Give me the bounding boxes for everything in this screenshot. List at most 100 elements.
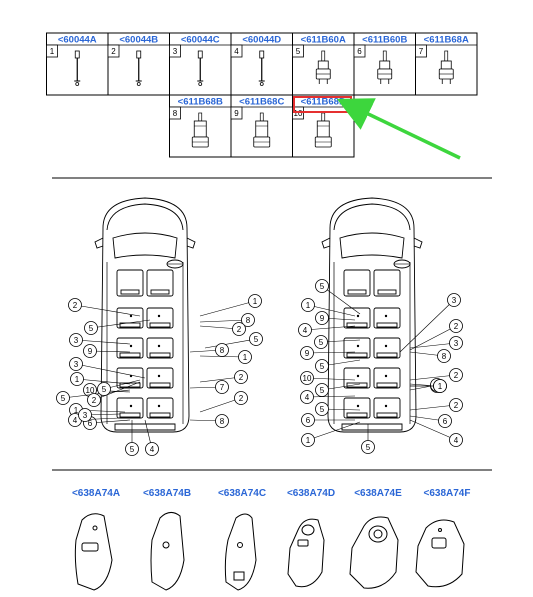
part-index: 3: [173, 47, 178, 56]
part-number[interactable]: <611B68D: [301, 97, 346, 108]
trim-cover-b-icon: [150, 512, 185, 591]
part-number[interactable]: <611B60B: [362, 35, 407, 46]
accessory-item[interactable]: <638A74F: [415, 488, 471, 588]
callout-number: 5: [254, 335, 259, 344]
tall-spacer-icon: [314, 112, 332, 148]
callout-number: 1: [243, 353, 248, 362]
callout-number: 1: [306, 436, 311, 445]
part-number[interactable]: <611B68B: [178, 97, 223, 108]
part-number[interactable]: <60044A: [58, 35, 97, 46]
callout-number: 2: [239, 394, 244, 403]
callout: 5: [315, 402, 361, 416]
vehicle-diagram-right: [321, 197, 423, 433]
callout: 1: [70, 372, 131, 386]
callout-number: 2: [454, 401, 459, 410]
callout: 5: [97, 379, 141, 396]
accessories-row: <638A74A <638A74B <638A74C <638A74D <638A74E…: [72, 488, 471, 591]
callout-number: 5: [130, 445, 135, 454]
callout-number: 4: [454, 436, 459, 445]
part-index: 8: [173, 109, 178, 118]
tall-spacer-icon: [253, 112, 271, 148]
callout-number: 5: [320, 282, 325, 291]
part-index: 6: [357, 47, 362, 56]
accessory-part-number[interactable]: <638A74F: [424, 488, 471, 499]
callout-number: 5: [319, 338, 324, 347]
callout: 5: [56, 389, 131, 405]
part-index: 7: [419, 47, 424, 56]
part-number[interactable]: <611B68C: [239, 97, 284, 108]
callout-number: 3: [83, 411, 88, 420]
callout-number: 3: [452, 296, 457, 305]
part-number[interactable]: <611B60A: [301, 35, 346, 46]
part-index: 1: [50, 47, 55, 56]
spacer-bolt-icon: [377, 50, 393, 84]
green-arrow: [336, 98, 461, 160]
accessory-item[interactable]: <638A74D: [287, 488, 335, 588]
accessory-part-number[interactable]: <638A74E: [354, 488, 402, 499]
callout-number: 8: [246, 316, 251, 325]
accessory-part-number[interactable]: <638A74B: [143, 488, 191, 499]
callout-number: 4: [303, 326, 308, 335]
callout-number: 8: [442, 352, 447, 361]
parts-table: <60044A1<60044B2<60044C3<60044D4<611B60A…: [46, 32, 478, 158]
accessory-part-number[interactable]: <638A74C: [218, 488, 266, 499]
callout: 4: [298, 323, 356, 337]
callout-number: 5: [320, 386, 325, 395]
callout: 3: [78, 408, 121, 422]
trim-cover-a-icon: [74, 513, 113, 591]
callout-number: 9: [320, 314, 325, 323]
callout: 5: [314, 335, 361, 349]
accessory-item[interactable]: <638A74A: [72, 488, 120, 591]
callout: 1: [199, 350, 252, 364]
part-index: 10: [294, 109, 303, 118]
accessory-item[interactable]: <638A74B: [143, 488, 191, 591]
callout: 1: [199, 294, 262, 317]
callout-number: 9: [305, 349, 310, 358]
accessory-item[interactable]: <638A74E: [349, 488, 402, 589]
callout-number: 2: [454, 371, 459, 380]
accessory-item[interactable]: <638A74C: [218, 488, 266, 591]
trim-cover-d-icon: [287, 518, 325, 588]
part-index: 9: [234, 109, 239, 118]
spacer-bolt-icon: [315, 50, 331, 84]
callout: 5: [315, 279, 361, 315]
callout: 3: [69, 333, 131, 347]
part-number[interactable]: <611B68A: [424, 35, 469, 46]
callout: 4: [300, 390, 356, 404]
long-bolt-icon: [258, 50, 265, 86]
callout-number: 1: [438, 382, 443, 391]
callout: 9: [300, 346, 356, 360]
callout: 6: [301, 413, 355, 427]
callout-number: 2: [454, 322, 459, 331]
part-number[interactable]: <60044D: [242, 35, 281, 46]
part-index: 4: [234, 47, 239, 56]
callout-number: 8: [220, 346, 225, 355]
callout-number: 5: [102, 385, 107, 394]
callout: 1: [301, 421, 361, 447]
callout-number: 10: [86, 386, 95, 395]
part-number[interactable]: <60044B: [119, 35, 158, 46]
long-bolt-icon: [74, 50, 81, 86]
callout: 8: [189, 343, 229, 357]
callout-number: 4: [150, 445, 155, 454]
accessory-part-number[interactable]: <638A74D: [287, 488, 335, 499]
part-index: 5: [296, 47, 301, 56]
callout: 2: [199, 322, 246, 336]
callout: 3: [69, 357, 146, 379]
callout: 5: [361, 424, 375, 454]
accessory-part-number[interactable]: <638A74A: [72, 488, 120, 499]
callout-number: 6: [88, 419, 93, 428]
part-number[interactable]: <60044C: [181, 35, 220, 46]
callout-number: 2: [73, 301, 78, 310]
